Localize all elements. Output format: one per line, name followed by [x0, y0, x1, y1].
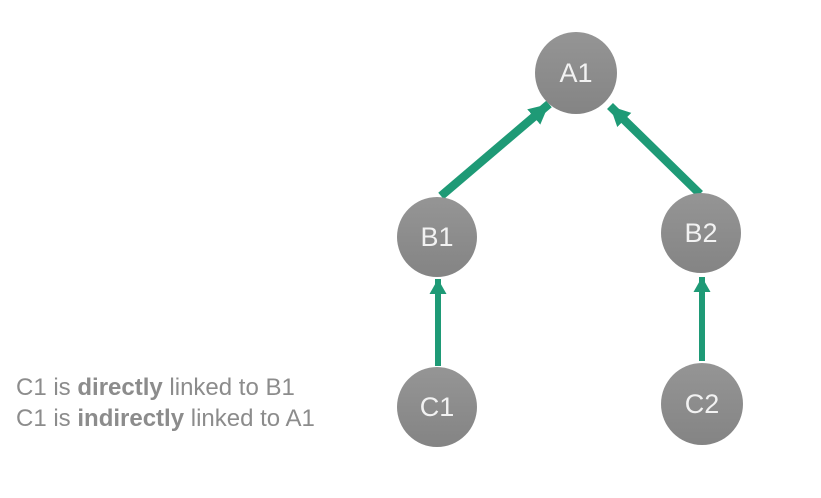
caption-line-direct: C1 is directly linked to B1 — [16, 372, 315, 403]
node-b2: B2 — [661, 193, 741, 273]
edge-b2-to-a1 — [607, 102, 703, 198]
node-c1-label: C1 — [420, 392, 455, 422]
node-a1-circle — [535, 32, 617, 114]
caption-emphasis: directly — [77, 374, 163, 401]
edge-b1-to-a1 — [438, 100, 552, 200]
node-c2: C2 — [661, 363, 743, 445]
node-c1-circle — [397, 367, 477, 447]
node-c2-label: C2 — [685, 389, 720, 419]
node-c1: C1 — [397, 367, 477, 447]
caption-text: C1 is — [16, 405, 78, 432]
caption-text: C1 is — [16, 374, 78, 401]
node-b1-label: B1 — [420, 222, 453, 252]
node-b2-label: B2 — [684, 218, 717, 248]
node-a1-label: A1 — [559, 58, 592, 88]
node-c2-circle — [661, 363, 743, 445]
caption-line-indirect: C1 is indirectly linked to A1 — [16, 403, 315, 434]
node-b1: B1 — [397, 197, 477, 277]
caption: C1 is directly linked to B1 C1 is indire… — [16, 372, 315, 434]
node-a1: A1 — [535, 32, 617, 114]
caption-text: linked to B1 — [162, 374, 295, 401]
node-b1-circle — [397, 197, 477, 277]
node-b2-circle — [661, 193, 741, 273]
caption-emphasis: indirectly — [77, 405, 185, 432]
caption-text: linked to A1 — [184, 405, 315, 432]
